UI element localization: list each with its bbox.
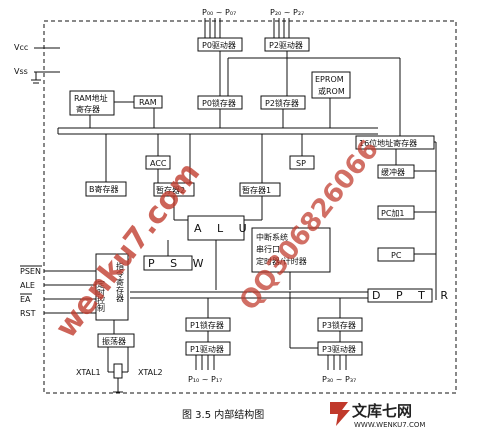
eprom-box: [311, 71, 351, 99]
internal-data-bus: [57, 127, 378, 135]
dptr-label: D P T R: [372, 289, 454, 302]
vcc-label: Vcc: [14, 43, 28, 52]
p0-latch-label: P0锁存器: [202, 98, 236, 108]
psw-label: P S W: [148, 257, 210, 270]
p3-bus-label: P₃₀ ~ P₃₇: [322, 375, 356, 384]
oscillator-box: [97, 333, 135, 348]
buffer-label: 缓冲器: [381, 167, 405, 177]
p3-latch-label: P3锁存器: [322, 320, 356, 330]
p0-driver-label: P0驱动器: [202, 40, 236, 50]
vss-label: Vss: [14, 67, 28, 76]
interrupt-serial-timer-box: [251, 227, 331, 273]
acc-label: ACC: [150, 159, 167, 168]
dptr-box: [367, 288, 433, 303]
temp-register-1-label: 暂存器1: [242, 185, 271, 195]
p2-driver-label: P2驱动器: [269, 40, 303, 50]
p1-bus-label: P₁₀ ~ P₁₇: [188, 375, 222, 384]
ram-address-register-box: [69, 90, 115, 116]
logo-mark-icon: [330, 402, 350, 426]
ea-label: EA: [20, 295, 31, 304]
p0-bus-label: P₀₀ ~ P₀₇: [202, 8, 236, 17]
eprom-label-2: 或ROM: [318, 86, 345, 96]
p0-pin-group: [204, 18, 221, 38]
timer-label: 定时器/计时器: [256, 256, 307, 266]
chip-boundary: [43, 20, 457, 394]
p3-driver-label: P3驱动器: [322, 344, 356, 354]
site-logo: 文库七网 WWW.WENKU7.COM: [330, 402, 425, 429]
alu-box: [187, 215, 245, 241]
p1-pin-group: [195, 355, 215, 370]
instruction-register-label: 指令寄存器: [116, 261, 125, 303]
p1-driver-label: P1驱动器: [190, 344, 224, 354]
ram-label: RAM: [139, 98, 157, 107]
p2-pin-group: [273, 18, 290, 38]
ram-address-label-2: 寄存器: [76, 104, 100, 114]
xtal1-label: XTAL1: [76, 368, 101, 377]
pc-increment-label: PC加1: [381, 208, 405, 218]
ram-address-label-1: RAM地址: [74, 93, 108, 103]
p2-bus-label: P₂₀ ~ P₂₇: [270, 8, 304, 17]
figure-caption: 图 3.5 内部结构图: [182, 408, 264, 421]
sp-label: SP: [296, 159, 306, 168]
serial-label: 串行口: [256, 244, 280, 254]
p2-latch-label: P2锁存器: [265, 98, 299, 108]
address-register-label: 16位地址寄存器: [359, 138, 417, 148]
interrupt-label: 中断系统: [256, 232, 288, 242]
eprom-label-1: EPROM: [315, 75, 344, 84]
timing-control-label: 定时控制: [97, 279, 106, 313]
b-register-label: B寄存器: [89, 184, 119, 194]
logo-url: WWW.WENKU7.COM: [354, 421, 425, 429]
control-instruction-register-box: [95, 253, 129, 321]
xtal2-label: XTAL2: [138, 368, 163, 377]
p1-latch-label: P1锁存器: [190, 320, 224, 330]
psen-label: PSEN: [20, 267, 41, 276]
pc-label: PC: [391, 251, 402, 260]
logo-text: 文库七网: [352, 402, 412, 420]
crystal-symbol: [113, 363, 123, 379]
ale-label: ALE: [20, 281, 35, 290]
rst-label: RST: [20, 309, 36, 318]
alu-label: A L U: [194, 222, 253, 235]
temp-register-1-box: [239, 182, 281, 197]
p3-pin-group: [327, 355, 347, 370]
oscillator-label: 振荡器: [102, 336, 126, 346]
temp-register-2-label: 暂存器2: [156, 185, 185, 195]
